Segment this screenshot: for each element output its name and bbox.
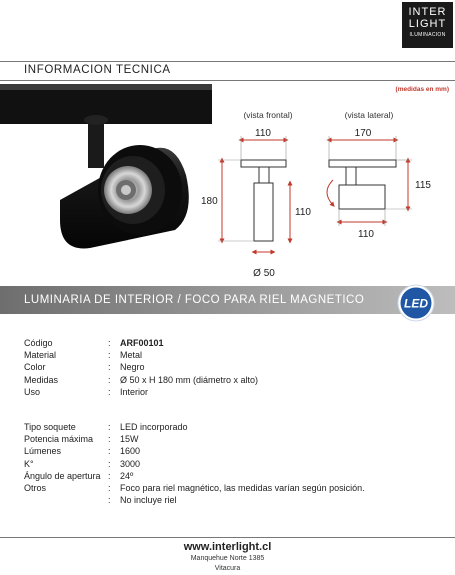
spec-row: K°:3000 <box>24 458 444 470</box>
spec-colon: : <box>108 362 111 373</box>
spec-label: Uso <box>24 386 41 397</box>
side-height-dim: 115 <box>415 180 431 191</box>
spec-label: Color <box>24 362 46 373</box>
spec-label: Medidas <box>24 374 59 385</box>
spec-label: Código <box>24 338 53 348</box>
spec-row: Lúmenes:1600 <box>24 445 444 457</box>
spec-value: LED incorporado <box>120 422 188 432</box>
spec-value: No incluye riel <box>120 495 177 506</box>
drawings: (vista frontal) 110 180 110 Ø 50 (vista … <box>0 84 431 279</box>
spec-colon: : <box>108 458 111 469</box>
spec-label: Tipo soquete <box>24 422 76 432</box>
spec-value: Foco para riel magnético, las medidas va… <box>120 483 365 494</box>
spec-colon: : <box>108 422 111 432</box>
spec-row: Medidas: Ø 50 x H 180 mm (diámetro x alto… <box>24 374 444 386</box>
spec-label <box>24 494 108 506</box>
side-body-length-dim: 110 <box>358 229 374 240</box>
spec-value: Metal <box>120 350 143 361</box>
spec-row: Ángulo de apertura:24º <box>24 470 444 482</box>
spec-label: Material <box>24 350 57 361</box>
spec-label: K° <box>24 458 34 469</box>
spec-row: Color: Negro <box>24 361 444 373</box>
spec-row: Otros: Foco para riel magnético, las medi… <box>24 482 444 494</box>
title-divider <box>0 80 455 81</box>
spec-value: Negro <box>120 362 145 373</box>
units-note: (medidas en mm) <box>395 86 449 93</box>
product-photo <box>0 84 212 249</box>
category-band: LUMINARIA DE INTERIOR / FOCO PARA RIEL M… <box>0 286 455 314</box>
spec-row: Material: Metal <box>24 349 444 361</box>
front-view-drawing: (vista frontal) 110 180 110 Ø 50 <box>201 110 311 279</box>
spec-value: Ø 50 x H 180 mm (diámetro x alto) <box>120 374 259 385</box>
footer-divider <box>0 537 455 538</box>
spec-label: Ángulo de apertura <box>24 470 101 481</box>
spec-value: 1600 <box>120 446 141 457</box>
spec-value: 24º <box>120 470 134 481</box>
spec-colon: : <box>108 495 111 506</box>
address-line2: Vitacura <box>214 564 241 572</box>
brand-logo: INTER LIGHT ILUMINACION <box>402 2 453 48</box>
spec-row: Código: ARF00101 <box>24 337 444 349</box>
spec-row: : No incluye riel <box>24 494 444 506</box>
brand-line2: LIGHT <box>408 18 447 30</box>
spec-value: Interior <box>120 386 149 397</box>
front-view-label: (vista frontal) <box>243 110 292 120</box>
spec-label: Lúmenes <box>24 446 62 457</box>
footer: www.interlight.cl Manquehue Norte 1385 V… <box>0 540 455 573</box>
spec-row: Potencia máxima:15W <box>24 433 444 445</box>
spec-value: ARF00101 <box>120 338 164 348</box>
spec-colon: : <box>108 350 111 361</box>
spec-row: Uso: Interior <box>24 386 444 398</box>
spec-label: Potencia máxima <box>24 434 94 445</box>
spec-colon: : <box>108 483 111 494</box>
brand-line3: ILUMINACION <box>409 32 446 38</box>
led-badge-text: LED <box>404 297 428 311</box>
front-width-dim: 110 <box>255 128 271 139</box>
spec-value: 15W <box>120 434 139 445</box>
spec-colon: : <box>108 374 111 385</box>
side-view-label: (vista lateral) <box>345 110 394 120</box>
front-body-height-dim: 110 <box>295 207 311 218</box>
brand-line1: INTER <box>408 6 447 18</box>
spec-row: Tipo soquete: LED incorporado <box>24 421 444 433</box>
led-badge-icon: LED <box>397 284 435 322</box>
spec-colon: : <box>108 470 111 481</box>
product-category: LUMINARIA DE INTERIOR / FOCO PARA RIEL M… <box>24 294 365 306</box>
side-length-dim: 170 <box>355 128 372 139</box>
address-line1: Manquehue Norte 1385 <box>190 555 265 562</box>
spec-label: Otros <box>24 483 47 494</box>
section-title: INFORMACION TECNICA <box>24 64 171 76</box>
top-divider <box>0 61 455 62</box>
spec-colon: : <box>108 446 111 457</box>
spec-value: 3000 <box>120 458 141 469</box>
front-diameter-dim: Ø 50 <box>253 268 275 279</box>
front-height-dim: 180 <box>201 196 218 207</box>
spec-colon: : <box>108 386 111 397</box>
spec-colon: : <box>108 338 111 348</box>
side-view-drawing: (vista lateral) 170 115 110 <box>326 110 431 240</box>
spec-colon: : <box>108 434 111 445</box>
website-link[interactable]: www.interlight.cl <box>183 541 272 553</box>
